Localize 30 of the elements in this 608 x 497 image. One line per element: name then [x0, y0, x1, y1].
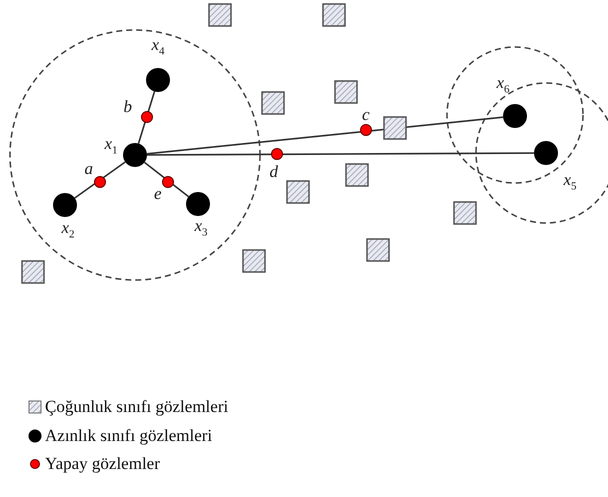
point-label: x$_{4}$: [152, 36, 165, 60]
synthetic-sample-dot: [162, 176, 174, 188]
connector-line: [144, 162, 190, 198]
synthetic-sample-dot: [360, 124, 372, 136]
synthetic-sample-dot: [271, 148, 283, 160]
minority-sample-dot: [503, 104, 527, 128]
minority-sample-dot: [186, 192, 210, 216]
synthetic-sample-dot: [94, 176, 106, 188]
connector-line: [74, 161, 126, 199]
connector-line: [138, 91, 156, 144]
point-label: x$_{3}$: [194, 217, 208, 240]
point-label: x$_{2}$: [62, 219, 75, 242]
point-label: a: [84, 160, 93, 178]
point-label: x$_{1}$: [104, 135, 118, 158]
synthetic-sample-dot: [141, 111, 153, 123]
point-label: x$_{6}$: [496, 74, 510, 98]
connector-line: [147, 152, 534, 156]
point-label: d: [270, 163, 278, 181]
minority-sample-dot: [146, 68, 170, 92]
legend-text: Azınlık sınıfı gözlemleri: [45, 426, 212, 446]
point-label: e: [154, 185, 162, 203]
minority-sample-dot: [123, 143, 147, 167]
legend-text: Çoğunluk sınıfı gözlemleri: [45, 397, 228, 417]
minority-sample-dot: [53, 193, 77, 217]
point-label: x$_{5}$: [564, 171, 577, 194]
legend-text: Yapay gözlemler: [45, 454, 160, 474]
point-label: b: [124, 98, 132, 116]
minority-sample-dot: [534, 141, 558, 165]
point-label: c: [362, 106, 370, 124]
connector-line: [146, 116, 504, 155]
